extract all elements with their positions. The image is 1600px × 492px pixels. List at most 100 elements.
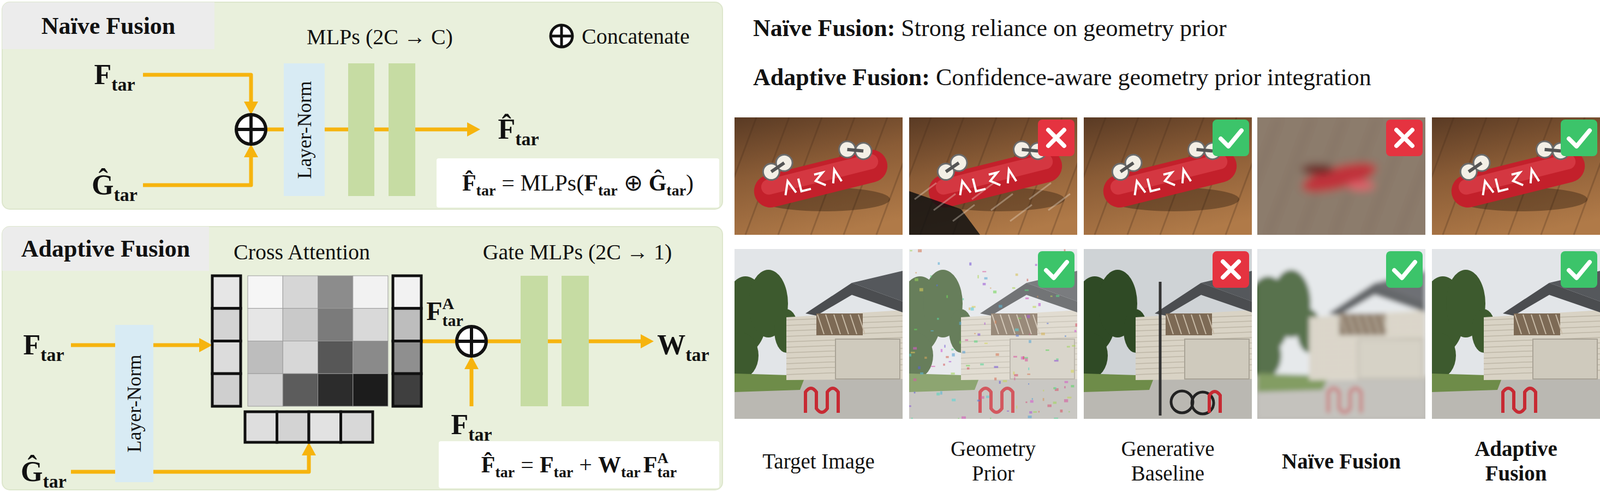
feature-symbol: tar: [515, 129, 539, 149]
feature-symbol-group: FAtar: [426, 297, 464, 325]
summary-line: Strong reliance on geometry prior: [900, 16, 1227, 41]
key-cell: [245, 411, 278, 443]
badge-background: [1386, 251, 1423, 288]
speckle: [936, 317, 940, 320]
key-cell: [341, 411, 374, 443]
artifact-streak: [914, 182, 937, 200]
pole: [1159, 281, 1162, 416]
speckle: [1075, 323, 1078, 327]
speckle: [1013, 377, 1016, 380]
feature-symbol: F̂: [497, 115, 516, 144]
speckle: [1025, 401, 1028, 403]
speckle: [961, 415, 966, 419]
arrow-head: [467, 122, 481, 137]
missing-region: [909, 190, 981, 235]
attention-cell: [353, 341, 388, 374]
truck: [1119, 143, 1213, 174]
formula-term: tar: [494, 464, 515, 480]
column-label: Generative Baseline: [1107, 436, 1228, 486]
formula-term: tar: [621, 464, 641, 480]
speckle: [909, 353, 911, 357]
speckle: [977, 275, 979, 279]
speckle: [1053, 417, 1059, 419]
feature-symbol-group: F̂tar: [497, 115, 539, 144]
speckle: [946, 295, 948, 298]
speckle: [1024, 289, 1029, 291]
output-cell: [392, 308, 422, 342]
speckle: [964, 338, 969, 341]
speckle: [1054, 386, 1057, 390]
floor: [909, 117, 1078, 235]
speckle: [1064, 380, 1069, 384]
result-image: [1257, 248, 1426, 419]
speckle: [930, 330, 934, 332]
cross-badge: [1386, 119, 1423, 157]
speckle: [999, 380, 1001, 384]
speckle: [994, 320, 997, 324]
lattice: [1174, 314, 1182, 334]
formula-term: tar: [598, 182, 618, 199]
badge-background: [1037, 251, 1075, 288]
speckle: [940, 348, 943, 352]
layer-norm-box: Layer-Norm: [283, 63, 325, 196]
formula-term: F: [643, 452, 658, 476]
lattice: [858, 314, 865, 334]
badge-background: [1212, 119, 1250, 157]
formula-term: Ĝ: [648, 171, 667, 195]
legend-swatch: [546, 21, 577, 51]
attention-cell: [282, 373, 318, 407]
artifact-streak: [1010, 204, 1032, 222]
speckle: [974, 332, 976, 334]
speckle: [1012, 287, 1016, 289]
floor: [1083, 117, 1252, 235]
attention-cell: [353, 308, 388, 342]
sky: [1257, 248, 1426, 419]
speckle: [1028, 339, 1032, 343]
speckle: [1054, 359, 1059, 362]
arrow-head: [243, 144, 259, 158]
speckle: [1055, 294, 1060, 297]
artifact-streak: [933, 193, 956, 211]
truck: [769, 143, 864, 174]
speckle: [982, 282, 987, 285]
concat-symbol: [550, 25, 573, 47]
wall: [1483, 309, 1600, 380]
arrow-head: [464, 355, 479, 369]
artifact-streak: [1029, 182, 1052, 200]
formula-term: F̂: [462, 171, 477, 195]
artifact-streak: [1048, 193, 1071, 211]
formula-term: tar: [666, 182, 686, 199]
arrow-head: [199, 337, 213, 352]
lattice: [1555, 314, 1563, 334]
attention-cell: [318, 341, 354, 374]
layer-caption: Gate MLPs (2C → 1): [482, 241, 673, 264]
attention-cell: [282, 308, 318, 342]
speckle: [994, 365, 999, 368]
balcony: [1513, 313, 1561, 336]
speckle: [1006, 410, 1010, 412]
speckle: [951, 353, 955, 357]
lattice: [825, 314, 833, 334]
floor-plank: [734, 117, 757, 235]
speckle: [998, 304, 1003, 308]
mlp-layer: [520, 275, 548, 407]
badge-mark: [1394, 261, 1416, 278]
fusion-panel: Layer-NormF̂tar=Ftar+WtarFAtarAdaptive F…: [2, 226, 723, 490]
formula-term: ): [685, 171, 694, 195]
column-label-group: Geometry Prior: [938, 436, 1048, 486]
speckle: [1027, 278, 1029, 282]
attention-cell: [247, 373, 283, 407]
speckle: [993, 290, 997, 294]
speckle: [1050, 295, 1053, 297]
legend-text: Concatenate: [581, 23, 690, 50]
speckle: [984, 321, 986, 325]
speckle: [989, 287, 991, 289]
attention-cell: [282, 275, 318, 309]
speckle: [1027, 373, 1031, 375]
attention-cell: [353, 373, 388, 407]
speckle: [1053, 401, 1057, 404]
panel-heading: Naïve Fusion: [2, 2, 215, 50]
column-label: Geometry Prior: [938, 436, 1048, 486]
speckle: [1068, 410, 1070, 413]
